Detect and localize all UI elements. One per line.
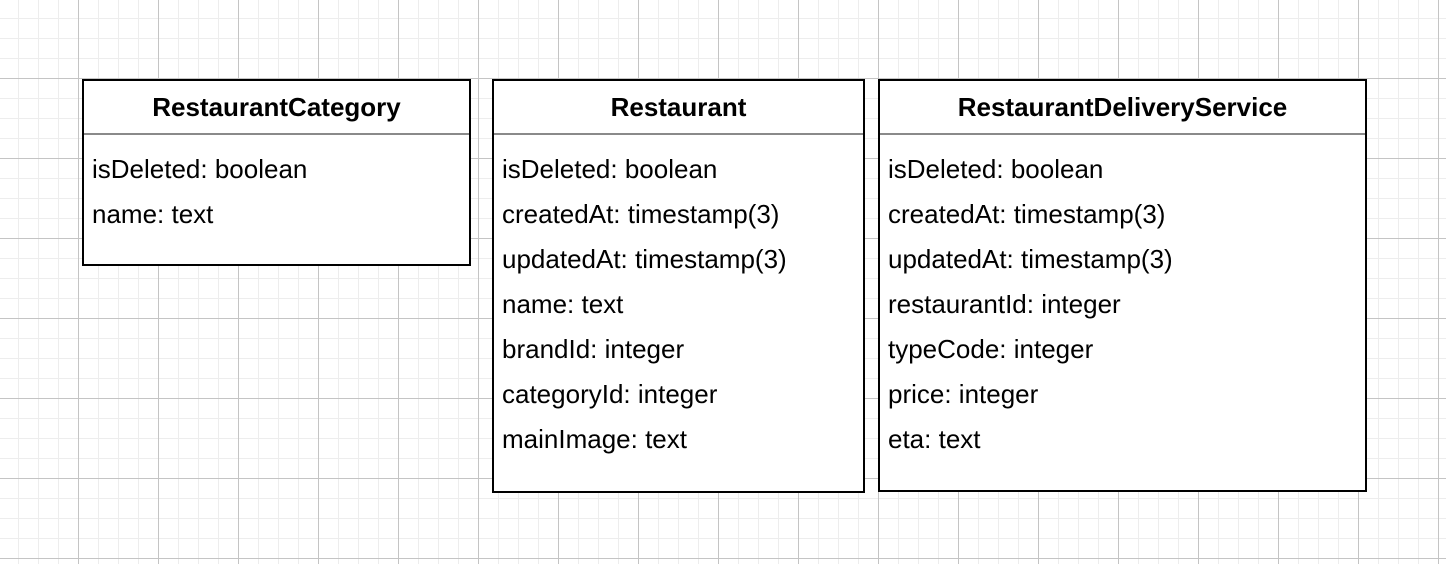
entity-field: name: text	[92, 199, 214, 229]
entity-title: RestaurantCategory	[84, 81, 469, 135]
entity-field: typeCode: integer	[888, 334, 1094, 364]
entity-field: price: integer	[888, 379, 1039, 409]
entity-field: restaurantId: integer	[888, 289, 1121, 319]
entity-field: brandId: integer	[502, 334, 685, 364]
entity-restaurant-category[interactable]: RestaurantCategory isDeleted: boolean nam…	[82, 79, 471, 266]
entity-field: isDeleted: boolean	[888, 154, 1104, 184]
entity-field: name: text	[502, 289, 624, 319]
entity-title: RestaurantDeliveryService	[880, 81, 1365, 135]
entity-field: createdAt: timestamp(3)	[888, 199, 1166, 229]
entity-field: mainImage: text	[502, 424, 687, 454]
entity-field: updatedAt: timestamp(3)	[888, 244, 1173, 274]
entity-field: isDeleted: boolean	[502, 154, 718, 184]
entity-field-list: isDeleted: boolean name: text	[84, 135, 469, 237]
entity-field: eta: text	[888, 424, 981, 454]
entity-field: createdAt: timestamp(3)	[502, 199, 780, 229]
entity-restaurant[interactable]: Restaurant isDeleted: boolean createdAt: …	[492, 79, 865, 493]
entity-title: Restaurant	[494, 81, 863, 135]
entity-field: updatedAt: timestamp(3)	[502, 244, 787, 274]
entity-field: isDeleted: boolean	[92, 154, 308, 184]
entity-restaurant-delivery-service[interactable]: RestaurantDeliveryService isDeleted: boo…	[878, 79, 1367, 492]
entity-field-list: isDeleted: boolean createdAt: timestamp(3…	[494, 135, 863, 462]
entity-field-list: isDeleted: boolean createdAt: timestamp(3…	[880, 135, 1365, 462]
entity-field: categoryId: integer	[502, 379, 718, 409]
